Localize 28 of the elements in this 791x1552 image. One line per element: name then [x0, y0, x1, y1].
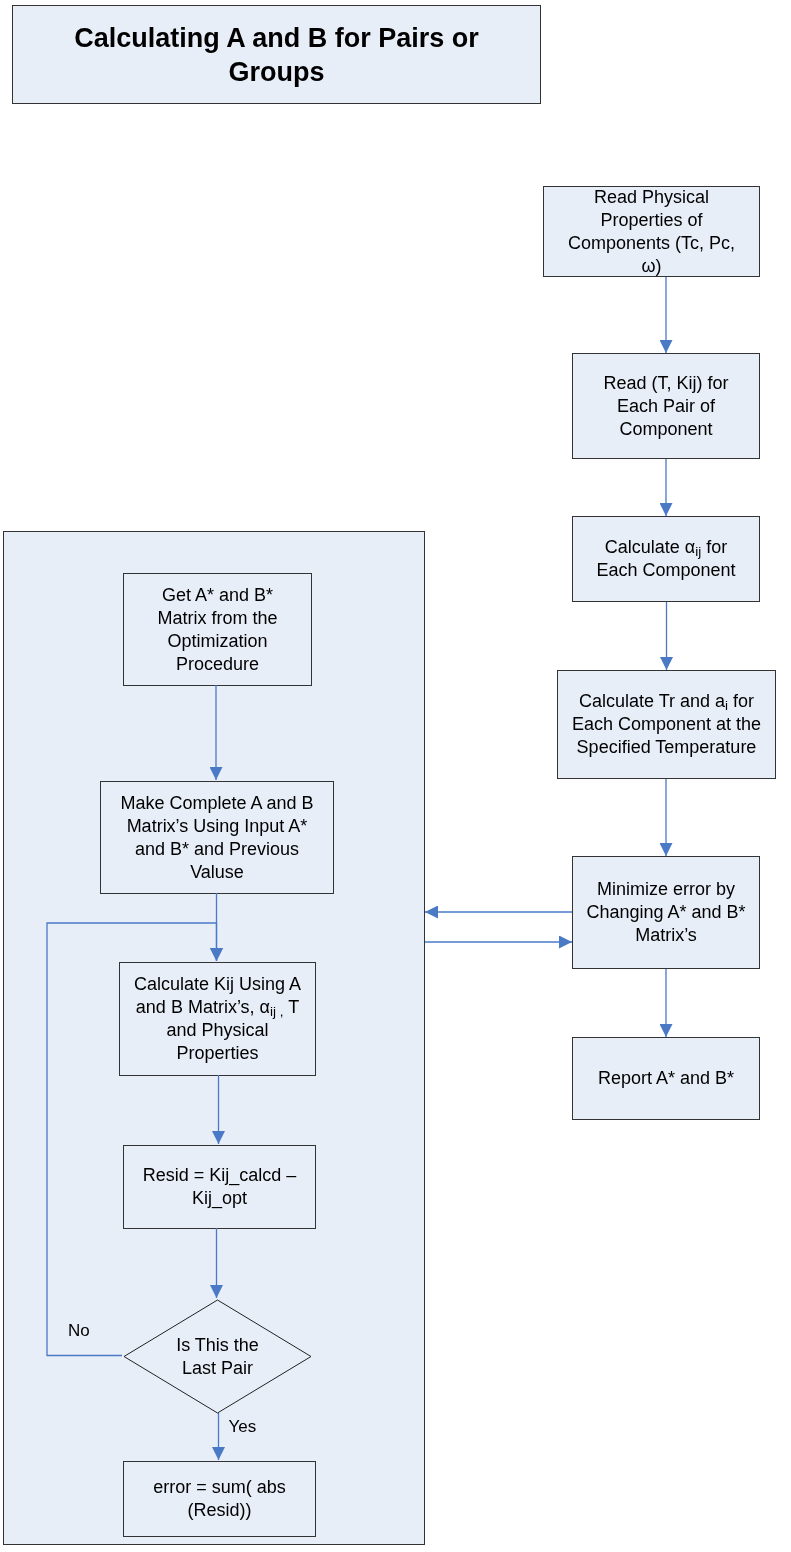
group-panel: [3, 531, 425, 1545]
arrow: [46, 922, 223, 1357]
arrow: [659, 968, 673, 1038]
process-box: Read (T, Kij) for Each Pair of Component: [572, 353, 760, 459]
arrow: [424, 905, 573, 919]
process-box: Report A* and B*: [572, 1037, 760, 1120]
arrow: [659, 778, 673, 857]
process-box: Resid = Kij_calcd – Kij_opt: [123, 1145, 316, 1229]
arrow: [210, 1227, 223, 1299]
process-box: error = sum( abs (Resid)): [123, 1461, 316, 1537]
process-box: Minimize error by Changing A* and B* Matrix’s: [572, 856, 760, 969]
process-box: Calculate Kij Using A and B Matrix’s, α$_{ij ,}$ T and Physical Properties: [119, 962, 316, 1076]
edge-label: Yes: [228, 1416, 257, 1438]
arrow: [212, 1412, 225, 1461]
process-box: Calculate α$_{ij}$ for Each Component: [572, 516, 760, 602]
title-box: Calculating A and B for Pairs or Groups: [12, 5, 541, 104]
edge-label: No: [68, 1319, 90, 1342]
arrow: [209, 684, 223, 781]
decision-diamond: Is This the Last Pair: [123, 1299, 312, 1414]
arrow: [659, 276, 673, 354]
arrow: [659, 458, 673, 517]
process-box: Read Physical Properties of Components (Tc, Pc, ω): [543, 186, 760, 277]
process-box: Calculate Tr and a$_{i}$ for Each Component at the Specified Temperature: [557, 670, 776, 779]
arrow: [424, 935, 573, 949]
process-box: Get A* and B* Matrix from the Optimization Procedure: [123, 573, 312, 686]
arrow: [212, 1074, 225, 1145]
process-box: Make Complete A and B Matrix’s Using Input A* and B* and Previous Valuse: [100, 781, 334, 894]
arrow: [660, 601, 673, 671]
